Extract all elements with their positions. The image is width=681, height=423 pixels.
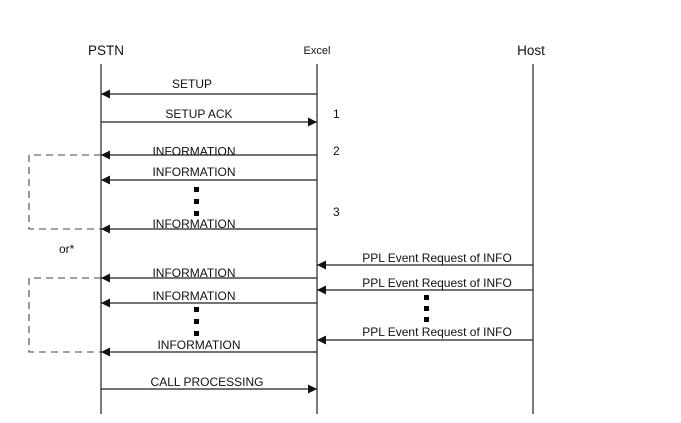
continuation-dot — [194, 331, 199, 336]
lifeline-label-excel: Excel — [304, 45, 331, 57]
lifeline-label-pstn: PSTN — [88, 43, 124, 58]
continuation-dot — [424, 306, 429, 311]
message-label-setup: SETUP — [172, 77, 212, 91]
message-label-setup-ack: SETUP ACK — [165, 107, 232, 121]
message-label-ppl-event-request: PPL Event Request of INFO — [362, 276, 512, 290]
step-number-1: 1 — [333, 107, 340, 121]
message-label-information: INFORMATION — [157, 338, 240, 352]
continuation-dot — [424, 295, 429, 300]
message-label-information: INFORMATION — [152, 266, 235, 280]
continuation-dot — [194, 187, 199, 192]
message-label-information: INFORMATION — [152, 165, 235, 179]
dashed-bracket-second-group — [28, 277, 101, 353]
lifeline-label-host: Host — [517, 43, 545, 58]
continuation-dot — [194, 211, 199, 216]
alternative-note: or* — [59, 242, 75, 256]
continuation-dot — [194, 307, 199, 312]
dashed-bracket-first-group — [28, 154, 101, 230]
message-label-information: INFORMATION — [152, 145, 235, 159]
continuation-dot — [194, 199, 199, 204]
step-number-3: 3 — [333, 205, 340, 219]
step-number-2: 2 — [333, 144, 340, 158]
message-label-ppl-event-request: PPL Event Request of INFO — [362, 325, 512, 339]
message-label-information: INFORMATION — [152, 289, 235, 303]
message-label-information: INFORMATION — [152, 217, 235, 231]
message-label-call-processing: CALL PROCESSING — [151, 375, 264, 389]
message-label-ppl-event-request: PPL Event Request of INFO — [362, 251, 512, 265]
continuation-dot — [424, 317, 429, 322]
continuation-dot — [194, 319, 199, 324]
